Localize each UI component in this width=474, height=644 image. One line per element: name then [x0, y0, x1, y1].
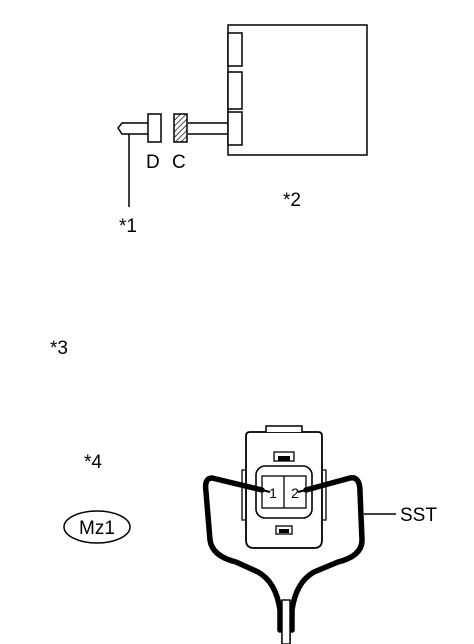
connector-c	[173, 113, 188, 143]
pin-2-label: 2	[291, 485, 299, 501]
mz1-label: Mz1	[79, 518, 115, 539]
block-port-bottom	[227, 111, 243, 146]
sensor-wire	[117, 122, 148, 135]
callout-3: *3	[50, 338, 68, 359]
mz1-symbol: Mz1	[63, 510, 131, 544]
sst-leads	[202, 475, 365, 644]
callout-4: *4	[84, 452, 102, 473]
harness-to-block	[188, 122, 228, 135]
label-connector-d: D	[146, 152, 160, 173]
pin-1-label: 1	[269, 485, 277, 501]
callout-2: *2	[283, 190, 301, 211]
component-block	[227, 24, 368, 156]
sst-connector-housing	[241, 425, 327, 549]
callout-1: *1	[119, 216, 137, 237]
sst-label: SST	[400, 505, 437, 526]
connector-d	[147, 113, 162, 143]
label-connector-c: C	[172, 152, 186, 173]
block-port-top	[227, 32, 243, 67]
block-port-middle	[227, 71, 243, 110]
